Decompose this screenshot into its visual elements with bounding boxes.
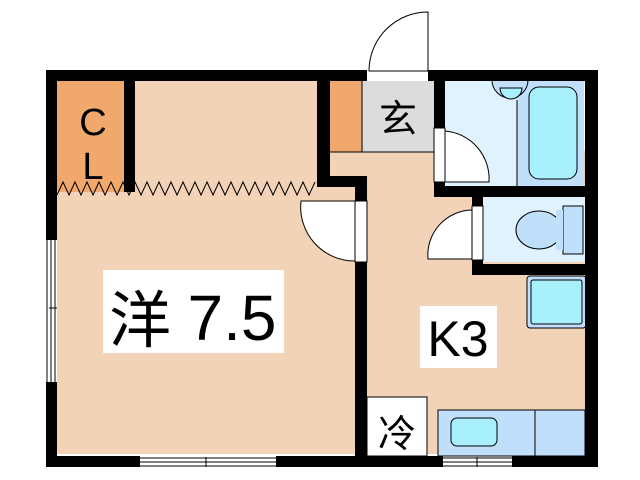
walls xyxy=(46,70,598,467)
closet-label-c: C xyxy=(79,102,106,144)
entrance-label-bg xyxy=(370,88,424,144)
kitchen-sink xyxy=(450,417,498,447)
entrance-door[interactable] xyxy=(367,11,429,81)
shoe-cabinet xyxy=(330,80,362,152)
window-bottom-western[interactable] xyxy=(140,457,276,467)
closet-folding-door[interactable] xyxy=(56,180,316,197)
toilet-door[interactable] xyxy=(427,205,484,261)
bathroom-door[interactable] xyxy=(433,127,490,183)
window-left[interactable] xyxy=(46,240,57,382)
closet-label-l: L xyxy=(82,146,103,188)
window-bottom-kitchen[interactable] xyxy=(443,457,512,467)
toilet-bowl xyxy=(515,210,563,250)
western-room-door[interactable] xyxy=(300,200,368,263)
entrance-label: 玄 xyxy=(379,97,417,141)
western-room-label-size: 7.5 xyxy=(188,282,277,354)
kitchen-label: K3 xyxy=(427,311,488,367)
bathtub xyxy=(528,86,578,180)
western-room-label-bg xyxy=(103,270,284,353)
closet-floor xyxy=(57,80,126,192)
western-room-label-kanji: 洋 xyxy=(109,284,171,357)
refrigerator-space xyxy=(366,396,428,457)
kitchen-label-bg xyxy=(420,306,497,368)
refrigerator-label: 冷 xyxy=(378,412,416,456)
toilet-tank xyxy=(562,205,584,255)
